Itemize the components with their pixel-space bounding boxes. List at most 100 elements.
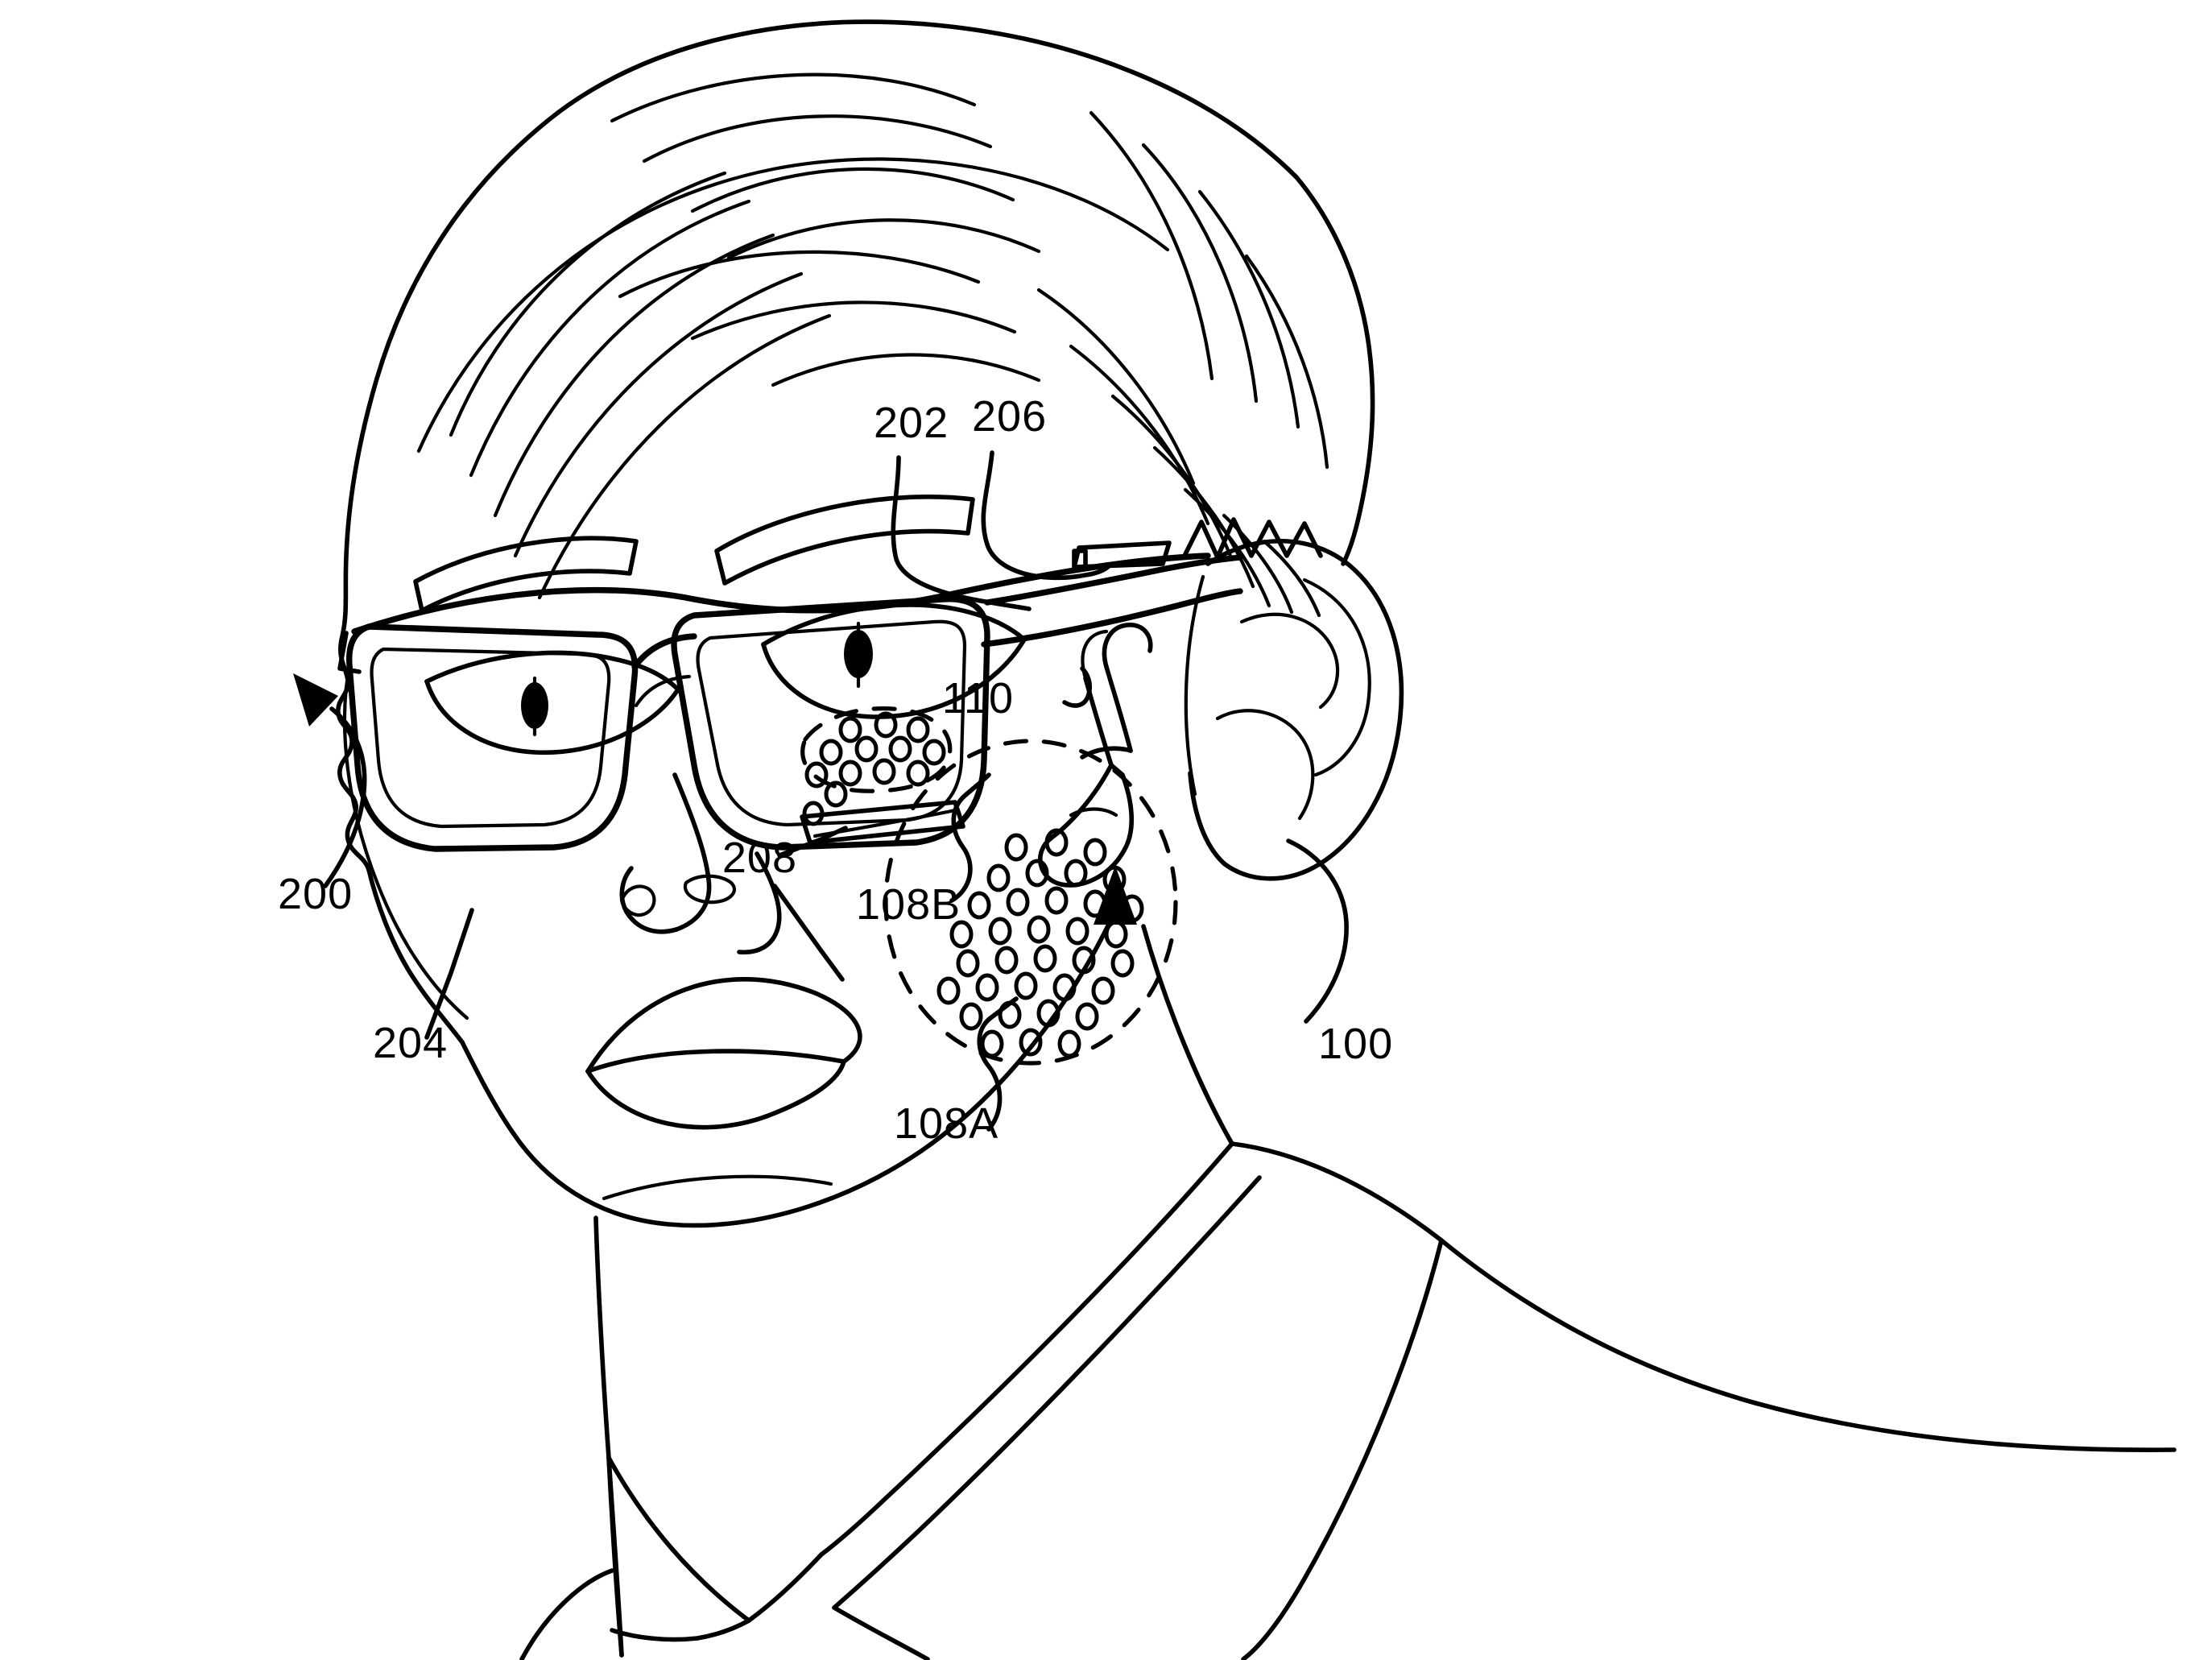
ref-numeral-208: 208 [722,834,797,882]
temple-module-housing[interactable] [1072,540,1172,569]
chin-crease [602,1174,833,1201]
leader-lines-group [293,450,1349,1132]
shirt-right-slope [1230,1141,1444,1243]
hair-strand [1141,143,1259,404]
hair-strand [469,199,751,478]
glasses-bridge-inner [634,674,692,708]
hair-strand [1089,110,1214,381]
hair-strand [449,171,727,437]
hair-right-edge [1294,175,1375,566]
ref-numeral-108B: 108B [856,880,961,929]
eyebrow-left [413,536,639,613]
hair-strand [1036,288,1196,486]
hair-strand [618,250,981,299]
face-left-contour [366,867,465,1045]
ref-numeral-206: 206 [972,392,1047,441]
ref-numeral-110: 110 [942,674,1014,722]
nose-group [619,772,782,955]
boom-upper-hook[interactable] [1102,623,1153,669]
ear-front-edge [1184,574,1205,797]
transducer-pad[interactable] [1038,763,1135,888]
eye-right-upper-lid [761,602,1027,647]
shirt-right-seam [1241,1238,1444,1660]
collar-bottom-line [832,1605,930,1660]
leader-208-lower [772,884,845,982]
ear-outer [1205,539,1404,881]
nose-left-wing [619,866,679,934]
hair-outline [336,19,1299,872]
lens-region-dashed-outline [800,706,953,793]
nose-bridge-line [672,772,712,932]
nostril-left [619,884,656,917]
shoulder-right-line [1439,1238,2177,1452]
eyebrow-right [714,495,975,586]
lens-left-inner-rim [370,647,611,829]
hair-strand [690,167,1015,213]
hair-strand [537,313,832,600]
hair-strand [610,72,977,123]
ref-numeral-200: 200 [278,870,353,918]
glasses-left-endpiece [337,631,362,674]
ref-numeral-204: 204 [373,1019,448,1067]
hair-strand [642,114,993,164]
hair-strand [493,233,775,518]
cheek-stipple-dots [936,828,1144,1058]
hair-strand [726,218,1041,260]
mouth-group [585,976,862,1201]
eye-right-lower-lid [761,637,1027,719]
eyebrows-group [413,495,975,613]
leader-110 [1062,666,1093,708]
hair-strand [1069,344,1210,526]
collar-left-edge [606,1455,624,1658]
leader-200 [323,706,367,888]
neck-right-line [1141,924,1234,1146]
hair-strand [1244,254,1329,470]
leader-108A [977,996,1019,1132]
shirt-collar-group [519,1141,2177,1660]
reference-numerals-group: 202 206 110 208 108B 108A 100 200 204 [278,392,1393,1148]
leader-100 [1286,838,1349,1024]
ref-numeral-202: 202 [874,399,949,447]
ear-helix-inner [1302,577,1371,777]
glasses-temple-arm-upper[interactable] [984,554,1243,606]
temple-module-tab[interactable] [1072,549,1088,571]
leader-202 [891,455,1032,611]
hair-strand [1152,445,1255,589]
hair-strand [1262,539,1321,618]
arrow-left-frame [293,673,338,727]
ear-tragus [1215,709,1315,821]
head-and-hair-group [336,19,1375,1658]
jawline [460,900,1122,1228]
nostril-right [683,874,736,905]
sideburn-zigzag [1183,517,1323,560]
hair-strand [1197,189,1300,429]
collar-right-fold [819,1141,1234,1557]
ear-lobe [1188,771,1226,866]
collar-left-point [695,1618,751,1641]
lower-lip [585,1059,846,1130]
leader-206 [981,450,1112,581]
eye-left-lower-lid [424,679,680,755]
collar-left-fold [606,1455,751,1623]
leader-208 [777,826,848,858]
collar-center-v [746,1552,824,1623]
hair-strand [771,353,1041,387]
boom-arm-upper-edge[interactable] [1104,664,1133,753]
boom-transducer-group[interactable] [1038,623,1153,925]
hair-strand [1110,394,1233,558]
collar-left-point-lower [610,1628,700,1642]
lens-right-outer-rim[interactable] [671,596,990,851]
ref-numeral-108A: 108A [894,1099,999,1148]
hair-strand [690,300,1017,341]
transducer-pad-seam [1069,807,1118,818]
hair-strand [513,271,804,558]
glasses-temple-arm-lower[interactable] [981,588,1243,648]
ref-numeral-100: 100 [1318,1020,1393,1068]
ear-antihelix [1239,612,1340,710]
nose-right-wing [737,851,782,955]
leader-108B [949,772,991,903]
lip-parting [585,1049,846,1074]
glasses-bridge [631,633,697,670]
